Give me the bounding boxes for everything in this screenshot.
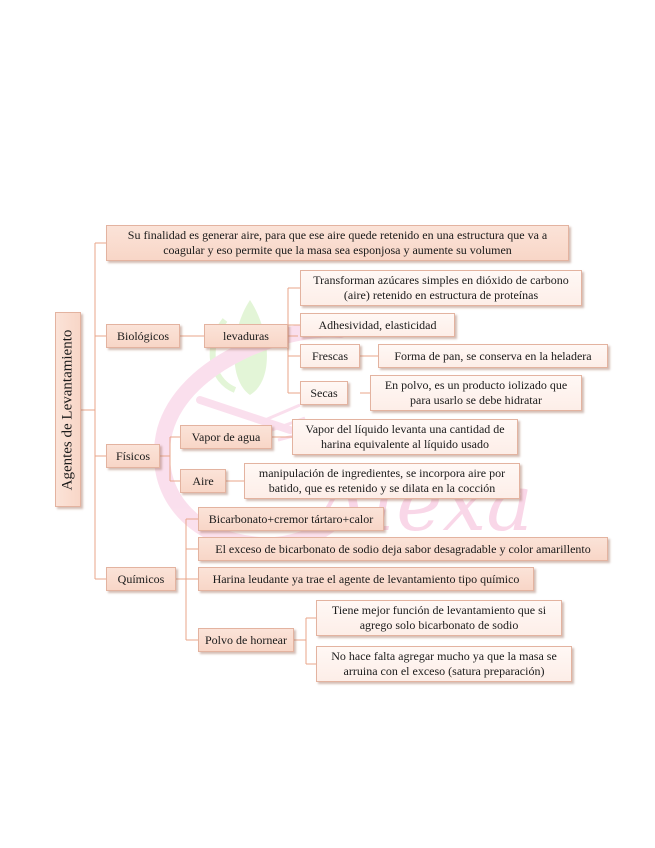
- frescas-desc: Forma de pan, se conserva en la heladera: [378, 344, 608, 368]
- quimicos-item-3: Harina leudante ya trae el agente de lev…: [198, 567, 534, 591]
- secas-node: Secas: [300, 381, 348, 405]
- vapor-desc: Vapor del líquido levanta una cantidad d…: [292, 419, 518, 455]
- frescas-node: Frescas: [300, 344, 360, 368]
- quimicos-item-1: Bicarbonato+cremor tártaro+calor: [198, 507, 384, 531]
- fisicos-node: Físicos: [106, 444, 160, 468]
- root-node: Agentes de Levantamiento: [55, 312, 81, 507]
- aire-node: Aire: [180, 469, 226, 493]
- levaduras-desc-1: Transforman azúcares simples en dióxido …: [300, 270, 582, 306]
- vapor-node: Vapor de agua: [180, 425, 272, 449]
- polvo-desc-2: No hace falta agregar mucho ya que la ma…: [316, 646, 572, 682]
- biologicos-node: Biológicos: [106, 324, 180, 348]
- levaduras-desc-2: Adhesividad, elasticidad: [300, 313, 455, 337]
- quimicos-item-2: El exceso de bicarbonato de sodio deja s…: [198, 537, 608, 561]
- definition-node: Su finalidad es generar aire, para que e…: [106, 225, 569, 261]
- polvo-node: Polvo de hornear: [198, 628, 294, 652]
- quimicos-node: Químicos: [106, 567, 176, 591]
- polvo-desc-1: Tiene mejor función de levantamiento que…: [316, 600, 562, 636]
- root-label: Agentes de Levantamiento: [59, 329, 76, 490]
- aire-desc: manipulación de ingredientes, se incorpo…: [244, 463, 520, 499]
- levaduras-node: levaduras: [204, 324, 288, 348]
- secas-desc: En polvo, es un producto iolizado que pa…: [370, 375, 582, 411]
